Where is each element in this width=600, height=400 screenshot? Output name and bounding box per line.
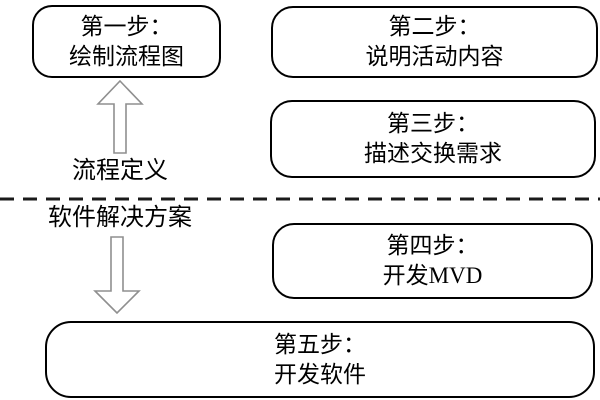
step1-box: 第一步： 绘制流程图 [32,5,221,78]
step3-box: 第三步： 描述交换需求 [270,100,596,178]
up-arrow-icon [96,80,144,154]
step4-desc: 开发MVD [382,263,483,288]
software-solution-label: 软件解决方案 [48,205,192,231]
step1-title: 第一步： [80,13,173,39]
step5-title: 第五步： [274,331,366,357]
step5-box: 第五步： 开发软件 [45,321,595,398]
step2-title: 第二步： [388,14,481,39]
dashed-divider-line [0,197,600,201]
step3-title: 第三步： [387,111,479,136]
step2-desc: 说明活动内容 [365,44,504,69]
step3-desc: 描述交换需求 [364,141,502,166]
step1-desc: 绘制流程图 [69,43,184,69]
step5-desc: 开发软件 [274,361,366,387]
down-arrow-icon [93,236,141,314]
step4-title: 第四步： [386,233,479,258]
step4-box: 第四步： 开发MVD [272,223,593,299]
process-definition-label: 流程定义 [72,158,168,184]
step2-box: 第二步： 说明活动内容 [271,6,598,78]
